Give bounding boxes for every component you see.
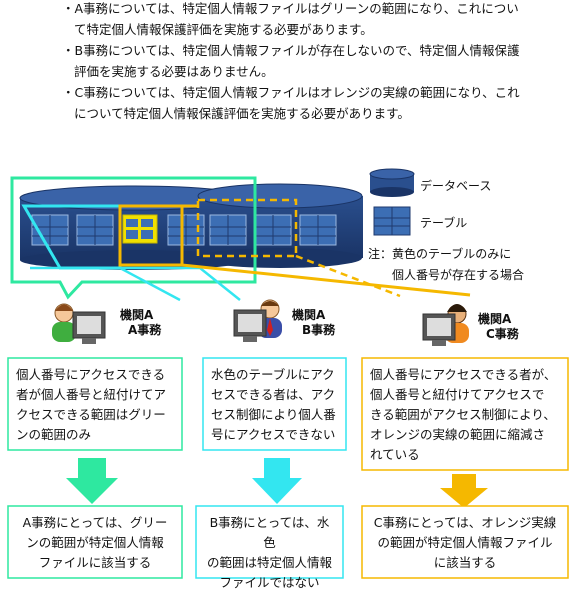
- legend-note-line-2: 個人番号が存在する場合: [392, 268, 525, 282]
- box-c: 個人番号にアクセスできる者が、 個人番号と紐付けてアクセスで きる範囲がアクセス…: [362, 359, 568, 469]
- legend-database-label: データベース: [420, 179, 492, 193]
- table-icon-yellow: [122, 214, 158, 244]
- result-c-line-3: に該当する: [433, 555, 497, 570]
- intro-line-3: ・B事務については、特定個人情報ファイルが存在しないので、特定個人情報保護: [62, 43, 520, 58]
- box-a-line-4: ンの範囲のみ: [16, 427, 92, 442]
- legend-note-line-1: 注：黄色のテーブルのみに: [368, 247, 512, 261]
- table-icon-6: [299, 214, 337, 246]
- table-icon-2: [76, 214, 114, 246]
- result-a-line-3: ファイルに該当する: [38, 555, 152, 570]
- result-a: A事務にとっては、グリー ンの範囲が特定個人情報 ファイルに該当する: [8, 507, 182, 577]
- box-b-line-2: セスできる者は、アク: [211, 387, 336, 402]
- intro-line-4: 評価を実施する必要はありません。: [74, 64, 274, 79]
- computer-c-icon: [422, 313, 456, 346]
- computer-a-icon: [72, 311, 106, 344]
- agent-a-org: 機関A: [120, 308, 154, 322]
- agent-c-org: 機関A: [478, 312, 512, 326]
- result-c: C事務にとっては、オレンジ実線 の範囲が特定個人情報ファイル に該当する: [362, 507, 568, 577]
- result-a-line-2: ンの範囲が特定個人情報: [26, 535, 164, 550]
- box-b-line-4: 号にアクセスできない: [211, 427, 336, 442]
- agent-c-task: C事務: [486, 327, 519, 341]
- cyan-pointer-2: [119, 266, 181, 302]
- computer-b-icon: [233, 309, 267, 342]
- legend-table-label: テーブル: [420, 216, 468, 230]
- result-a-line-1: A事務にとっては、グリー: [22, 515, 168, 530]
- box-c-line-4: オレンジの実線の範囲に縮減さ: [370, 427, 546, 442]
- result-b-line-2: の範囲は特定個人情報: [206, 555, 332, 570]
- arrow-down-green: [66, 458, 118, 504]
- result-b-line-1: B事務にとっては、水色: [209, 515, 330, 550]
- table-icon-1: [31, 214, 69, 246]
- box-b: 水色のテーブルにアク セスできる者は、アク セス制御により個人番 号にアクセスで…: [203, 359, 346, 449]
- result-b: B事務にとっては、水色 の範囲は特定個人情報 ファイルではない: [196, 507, 343, 590]
- box-b-border: [202, 357, 347, 451]
- agent-b-org: 機関A: [292, 308, 326, 322]
- box-c-line-2: 個人番号と紐付けてアクセスで: [370, 387, 545, 402]
- orange-line-bottom: [181, 263, 471, 297]
- box-c-line-1: 個人番号にアクセスできる者が、: [370, 367, 557, 382]
- result-c-line-2: の範囲が特定個人情報ファイル: [377, 535, 553, 550]
- result-a-border: [7, 505, 183, 579]
- intro-line-6: について特定個人情報保護評価を実施する必要があります。: [74, 106, 410, 121]
- result-b-line-3: ファイルではない: [219, 575, 320, 590]
- orange-dashed-tail: [295, 254, 401, 298]
- box-b-line-1: 水色のテーブルにアク: [211, 367, 335, 382]
- intro-line-1: ・A事務については、特定個人情報ファイルはグリーンの範囲になり、これについ: [62, 1, 519, 16]
- orange-dashed-range: [196, 198, 298, 258]
- green-range: [10, 176, 257, 300]
- table-icon-4: [209, 214, 247, 246]
- box-b-line-3: セス制御により個人番: [211, 407, 336, 422]
- arrow-down-orange: [440, 474, 488, 508]
- arrow-down-cyan: [252, 458, 302, 504]
- result-c-line-1: C事務にとっては、オレンジ実線: [373, 515, 557, 530]
- box-c-line-5: れている: [370, 447, 420, 462]
- box-a: 個人番号にアクセスできる 者が個人番号と紐付けてア クセスできる範囲はグリー ン…: [8, 359, 182, 449]
- box-c-line-3: きる範囲がアクセス制御により、: [370, 407, 556, 422]
- agent-c-label: 機関A C事務: [478, 312, 519, 342]
- result-b-border: [195, 505, 344, 579]
- result-c-border: [361, 505, 569, 579]
- agent-b-task: B事務: [302, 323, 336, 337]
- box-a-border: [7, 357, 183, 451]
- table-icon-5: [254, 214, 292, 246]
- agent-a-task: A事務: [128, 323, 162, 337]
- agent-b-label: 機関A B事務: [292, 308, 335, 338]
- box-c-border: [361, 357, 569, 471]
- box-a-line-3: クセスできる範囲はグリー: [16, 407, 166, 422]
- box-a-line-1: 個人番号にアクセスできる: [16, 367, 166, 382]
- intro-line-2: て特定個人情報保護評価を実施する必要があります。: [74, 22, 373, 37]
- box-a-line-2: 者が個人番号と紐付けてア: [16, 387, 167, 402]
- agent-a-label: 機関A A事務: [120, 308, 161, 338]
- legend-table-icon: [373, 206, 411, 236]
- legend-database-icon: [369, 168, 415, 197]
- intro-line-5: ・C事務については、特定個人情報ファイルはオレンジの実線の範囲になり、これ: [62, 85, 520, 100]
- person-a-icon: [52, 303, 76, 342]
